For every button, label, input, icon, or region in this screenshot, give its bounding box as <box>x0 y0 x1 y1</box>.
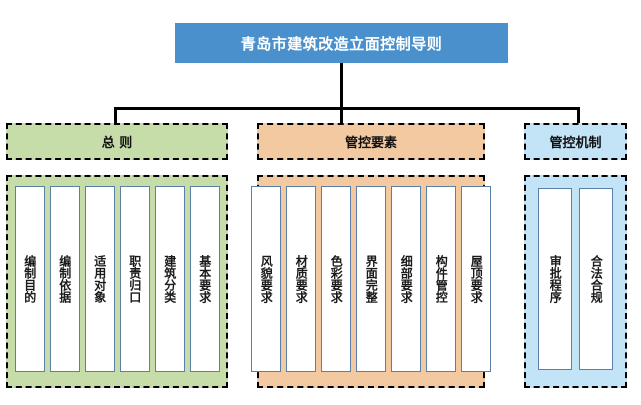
item-box: 界面完整 <box>356 186 386 372</box>
connector-branch-mechanism <box>577 107 580 123</box>
section-header-mechanism: 管控机制 <box>524 123 627 160</box>
item-box: 风貌要求 <box>251 186 281 372</box>
item-box: 职责归口 <box>119 186 150 372</box>
connector-trunk-vertical <box>340 63 343 115</box>
item-label: 合法合规 <box>589 255 604 303</box>
item-label: 职责归口 <box>127 255 142 303</box>
item-label: 细部要求 <box>399 255 414 303</box>
item-box: 细部要求 <box>391 186 421 372</box>
connector-horizontal-bus <box>114 107 580 110</box>
section-panel-general: 编制目的 编制依据 适用对象 职责归口 建筑分类 基本要求 <box>6 175 228 388</box>
item-label: 编制目的 <box>22 255 37 303</box>
connector-branch-general <box>114 107 117 123</box>
item-box: 基本要求 <box>189 186 220 372</box>
item-box: 适用对象 <box>84 186 115 372</box>
section-panel-mechanism: 审批程序 合法合规 <box>524 175 627 388</box>
connector-branch-elements <box>340 107 343 123</box>
section-header-mechanism-label: 管控机制 <box>549 136 602 151</box>
item-label: 适用对象 <box>92 255 107 303</box>
item-label: 材质要求 <box>294 255 309 303</box>
item-column-group-mechanism: 审批程序 合法合规 <box>538 177 613 370</box>
item-label: 界面完整 <box>364 255 379 303</box>
item-label: 基本要求 <box>197 255 212 303</box>
item-label: 编制依据 <box>57 255 72 303</box>
diagram-title-box: 青岛市建筑改造立面控制导则 <box>175 23 508 63</box>
section-header-elements: 管控要素 <box>257 123 485 160</box>
section-header-general-label: 总 则 <box>101 136 133 151</box>
item-box: 编制依据 <box>49 186 80 372</box>
item-box: 构件管控 <box>426 186 456 372</box>
item-box: 建筑分类 <box>154 186 185 372</box>
item-label: 构件管控 <box>434 255 449 303</box>
item-box: 材质要求 <box>286 186 316 372</box>
section-header-elements-label: 管控要素 <box>344 136 397 151</box>
item-label: 色彩要求 <box>329 255 344 303</box>
item-label: 屋顶要求 <box>469 255 484 303</box>
item-box: 色彩要求 <box>321 186 351 372</box>
item-label: 审批程序 <box>548 255 563 303</box>
section-panel-elements: 风貌要求 材质要求 色彩要求 界面完整 细部要求 构件管控 屋顶要求 <box>251 175 491 388</box>
item-label: 风貌要求 <box>259 255 274 303</box>
item-box: 屋顶要求 <box>461 186 491 372</box>
item-label: 建筑分类 <box>162 255 177 303</box>
item-box: 审批程序 <box>538 188 572 370</box>
item-box: 合法合规 <box>579 188 613 370</box>
item-box: 编制目的 <box>14 186 45 372</box>
section-header-general: 总 则 <box>6 123 228 160</box>
item-column-group-elements: 风貌要求 材质要求 色彩要求 界面完整 细部要求 构件管控 屋顶要求 <box>251 177 491 372</box>
diagram-title-text: 青岛市建筑改造立面控制导则 <box>240 34 443 53</box>
item-column-group-general: 编制目的 编制依据 适用对象 职责归口 建筑分类 基本要求 <box>14 177 220 372</box>
